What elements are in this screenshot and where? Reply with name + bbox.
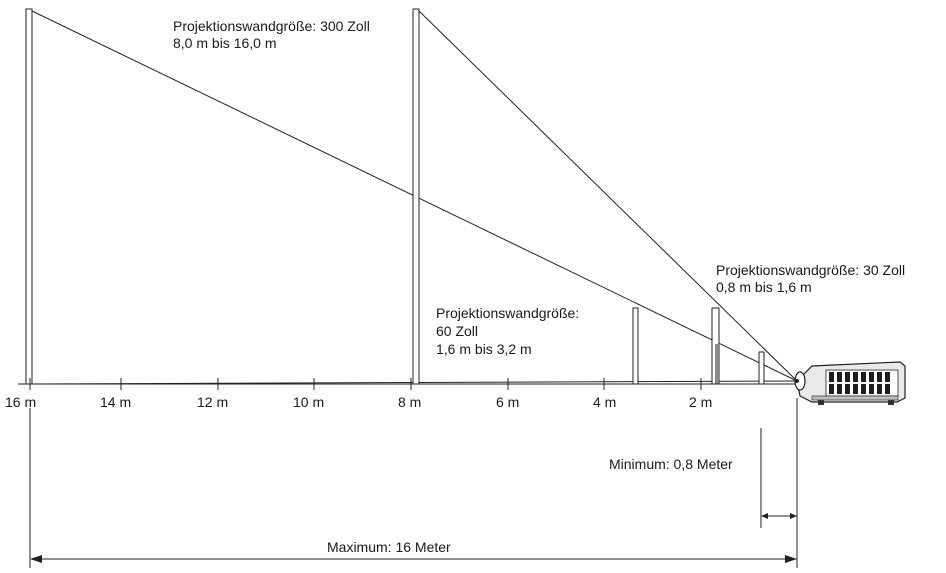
minimum-arrowhead-left bbox=[761, 513, 768, 519]
screen-60-size-label: Projektionswandgröße: bbox=[436, 305, 580, 321]
maximum-arrowhead-right bbox=[785, 555, 797, 563]
axis-tick-label: 6 m bbox=[496, 394, 520, 410]
distance-markers bbox=[29, 398, 798, 568]
screen-60-size-label-line2: 60 Zoll bbox=[436, 323, 479, 339]
screen-300-inch bbox=[25, 8, 33, 385]
maximum-distance-label: Maximum: 16 Meter bbox=[327, 539, 451, 555]
axis-tick-label: 2 m bbox=[689, 394, 713, 410]
screen-30-range-label: 0,8 m bis 1,6 m bbox=[716, 279, 812, 295]
axis-tick-label: 4 m bbox=[593, 394, 617, 410]
screen-150-inch bbox=[412, 8, 420, 385]
minimum-arrowhead-right bbox=[790, 513, 797, 519]
projector-icon bbox=[794, 361, 906, 405]
screen-300-range-label: 8,0 m bis 16,0 m bbox=[173, 35, 277, 51]
screen-300-size-label: Projektionswandgröße: 300 Zoll bbox=[173, 18, 370, 34]
axis-tick-label: 8 m bbox=[398, 394, 422, 410]
minimum-distance-label: Minimum: 0,8 Meter bbox=[609, 456, 733, 472]
axis-tick-label: 14 m bbox=[100, 394, 132, 410]
axis-tick-label: 12 m bbox=[197, 394, 229, 410]
beam-150-top bbox=[417, 9, 798, 382]
screen-mid-shading bbox=[715, 344, 719, 384]
distance-axis bbox=[18, 378, 800, 390]
screen-60-inch bbox=[632, 307, 639, 385]
screen-30-size-label: Projektionswandgröße: 30 Zoll bbox=[716, 262, 906, 278]
screens bbox=[25, 8, 765, 385]
maximum-arrowhead-left bbox=[30, 555, 42, 563]
screen-60-range-label: 1,6 m bis 3,2 m bbox=[436, 341, 532, 357]
screen-30-inch bbox=[758, 351, 765, 385]
axis-tick-label: 16 m bbox=[5, 394, 37, 410]
axis-tick-label: 10 m bbox=[293, 394, 325, 410]
